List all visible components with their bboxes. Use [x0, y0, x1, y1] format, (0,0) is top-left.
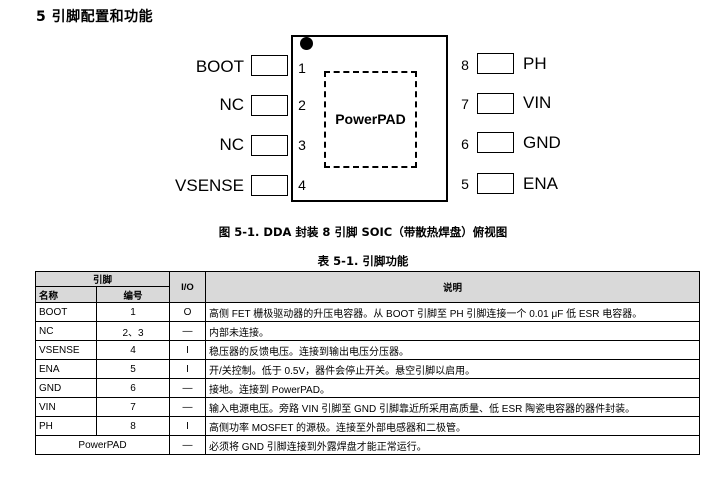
pin-2-number: 2	[298, 97, 306, 113]
pin-3-number: 3	[298, 137, 306, 153]
description-cell: 高侧功率 MOSFET 的源极。连接至外部电感器和二极管。	[205, 416, 700, 436]
table-caption: 表 5-1. 引脚功能	[317, 254, 409, 268]
header-name: 名称	[35, 286, 97, 303]
description-cell: 高侧 FET 栅极驱动器的升压电容器。从 BOOT 引脚至 PH 引脚连接一个 …	[205, 302, 700, 322]
table-row: GND 6 — 接地。连接到 PowerPAD。	[35, 378, 700, 398]
io-cell: —	[169, 321, 206, 341]
pin-number-cell: 2、3	[96, 321, 170, 341]
pin-6-box	[477, 132, 514, 153]
description-cell: 输入电源电压。旁路 VIN 引脚至 GND 引脚靠近所采用高质量、低 ESR 陶…	[205, 397, 700, 417]
pin-function-table: 引脚 I/O 说明 名称 编号 BOOT 1 O 高侧 FET 栅极驱动器的升压…	[35, 271, 700, 455]
io-cell: I	[169, 340, 206, 360]
io-cell: —	[169, 378, 206, 398]
pin-number-cell: 7	[96, 397, 170, 417]
table-row: PowerPAD — 必须将 GND 引脚连接到外露焊盘才能正常运行。	[35, 435, 700, 455]
io-cell: I	[169, 416, 206, 436]
pin-5-name: ENA	[523, 174, 558, 193]
description-cell: 接地。连接到 PowerPAD。	[205, 378, 700, 398]
pin-1-number: 1	[298, 60, 306, 76]
header-io: I/O	[169, 271, 206, 303]
pin-name-cell: PowerPAD	[35, 435, 170, 455]
pin-name-cell: NC	[35, 321, 97, 341]
pin-name-cell: VSENSE	[35, 340, 97, 360]
table-row: VIN 7 — 输入电源电压。旁路 VIN 引脚至 GND 引脚靠近所采用高质量…	[35, 397, 700, 417]
pin-name-cell: BOOT	[35, 302, 97, 322]
pin-3-name: NC	[219, 135, 244, 154]
pin-5-number: 5	[461, 176, 469, 192]
pin-8-name: PH	[523, 54, 547, 73]
pin-7-box	[477, 93, 514, 114]
pin-2-box	[251, 95, 288, 116]
pin-8-number: 8	[461, 57, 469, 73]
pin-4-box	[251, 175, 288, 196]
description-cell: 稳压器的反馈电压。连接到输出电压分压器。	[205, 340, 700, 360]
pin-7-name: VIN	[523, 93, 552, 112]
pin-number-cell: 6	[96, 378, 170, 398]
table-row: NC 2、3 — 内部未连接。	[35, 321, 700, 341]
pin-number-cell: 8	[96, 416, 170, 436]
pin-name-cell: VIN	[35, 397, 97, 417]
description-cell: 内部未连接。	[205, 321, 700, 341]
pin1-indicator-dot	[300, 37, 313, 50]
io-cell: —	[169, 397, 206, 417]
pin-6-number: 6	[461, 136, 469, 152]
package-body	[291, 35, 448, 202]
pin-1-name: BOOT	[195, 57, 244, 76]
description-cell: 必须将 GND 引脚连接到外露焊盘才能正常运行。	[205, 435, 700, 455]
table-row: BOOT 1 O 高侧 FET 栅极驱动器的升压电容器。从 BOOT 引脚至 P…	[35, 302, 700, 322]
pin-8-box	[477, 53, 514, 74]
pin-name-cell: PH	[35, 416, 97, 436]
pin-number-cell: 5	[96, 359, 170, 379]
pin-2-name: NC	[219, 95, 244, 114]
pin-6-name: GND	[523, 133, 561, 152]
table-row: PH 8 I 高侧功率 MOSFET 的源极。连接至外部电感器和二极管。	[35, 416, 700, 436]
pin-3-box	[251, 135, 288, 156]
description-cell: 开/关控制。低于 0.5V，器件会停止开关。悬空引脚以启用。	[205, 359, 700, 379]
pin-5-box	[477, 173, 514, 194]
pin-name-cell: ENA	[35, 359, 97, 379]
figure-caption: 图 5-1. DDA 封装 8 引脚 SOIC（带散热焊盘）俯视图	[218, 225, 508, 239]
pin-number-cell: 4	[96, 340, 170, 360]
io-cell: O	[169, 302, 206, 322]
pin-number-cell: 1	[96, 302, 170, 322]
pin-7-number: 7	[461, 96, 469, 112]
header-description: 说明	[205, 271, 700, 303]
header-number: 编号	[96, 286, 170, 303]
pin-1-box	[251, 55, 288, 76]
pin-4-name: VSENSE	[175, 176, 244, 195]
header-pin: 引脚	[35, 271, 170, 287]
io-cell: I	[169, 359, 206, 379]
table-row: VSENSE 4 I 稳压器的反馈电压。连接到输出电压分压器。	[35, 340, 700, 360]
section-title: 5 引脚配置和功能	[36, 9, 154, 25]
pin-name-cell: GND	[35, 378, 97, 398]
powerpad-label: PowerPAD	[335, 111, 406, 127]
io-cell: —	[169, 435, 206, 455]
table-row: ENA 5 I 开/关控制。低于 0.5V，器件会停止开关。悬空引脚以启用。	[35, 359, 700, 379]
powerpad-outline	[324, 71, 417, 168]
pin-4-number: 4	[298, 177, 306, 193]
